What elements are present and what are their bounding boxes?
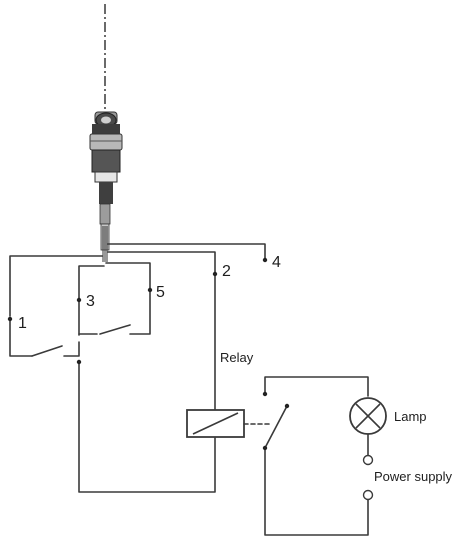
lamp-symbol — [349, 397, 387, 435]
relay-contact-pivot-dot — [284, 403, 290, 409]
terminal-2-label: 2 — [222, 263, 231, 280]
sensor — [89, 111, 123, 262]
terminal-2-dot — [212, 271, 218, 277]
power-terminal-bottom — [362, 489, 374, 501]
switch-5-blade — [99, 324, 131, 335]
terminal-4-label: 4 — [272, 254, 281, 271]
switch-5 — [129, 291, 151, 335]
terminal-1-dot — [7, 316, 13, 322]
power-supply-label: Power supply — [374, 469, 453, 484]
lamp-label: Lamp — [394, 409, 427, 424]
switch-1-end-dot — [76, 359, 82, 365]
wire-terminal-3 — [78, 265, 105, 299]
relay-output-bottom — [264, 449, 369, 536]
power-terminal-top — [362, 454, 374, 466]
switch-1 — [9, 319, 33, 357]
wire-common-loop — [78, 363, 216, 493]
relay-output-top — [264, 376, 369, 397]
terminal-3-label: 3 — [86, 293, 95, 310]
relay-output-blade — [265, 405, 288, 447]
terminal-5-label: 5 — [156, 284, 165, 301]
wire-terminal-2 — [107, 251, 216, 273]
wire-terminal-5 — [105, 262, 151, 289]
wire-terminal-1 — [9, 255, 103, 317]
terminal-4-dot — [262, 257, 268, 263]
relay-contact-top-dot — [262, 391, 268, 397]
relay-coil — [186, 409, 245, 438]
terminal-5-dot — [147, 287, 153, 293]
terminal-3-dot — [76, 297, 82, 303]
terminal-1-label: 1 — [18, 315, 27, 332]
switch-1-blade — [31, 345, 63, 357]
relay-contact-bottom-dot — [262, 445, 268, 451]
switch-1-return — [63, 341, 80, 357]
wire-terminal-4 — [107, 243, 266, 259]
relay-label: Relay — [220, 350, 254, 365]
